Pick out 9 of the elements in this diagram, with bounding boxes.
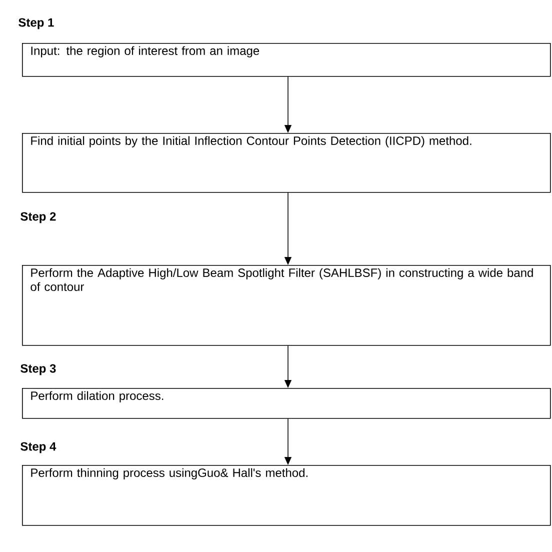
process-box: Find initial points by the Initial Inflection Contour Points Detection (IICPD) method. xyxy=(22,133,551,193)
process-box: Input: the region of interest from an image xyxy=(22,43,551,77)
step-label: Step 1 xyxy=(18,18,54,30)
step-label: Step 3 xyxy=(20,364,56,376)
step-label: Step 4 xyxy=(20,442,56,454)
process-box: Perform the Adaptive High/Low Beam Spotlight Filter (SAHLBSF) in constructing a wide band of contour xyxy=(22,265,551,346)
process-box: Perform thinning process usingGuo& Hall's method. xyxy=(22,465,551,526)
step-label: Step 2 xyxy=(20,212,56,224)
process-box: Perform dilation process. xyxy=(22,388,551,419)
